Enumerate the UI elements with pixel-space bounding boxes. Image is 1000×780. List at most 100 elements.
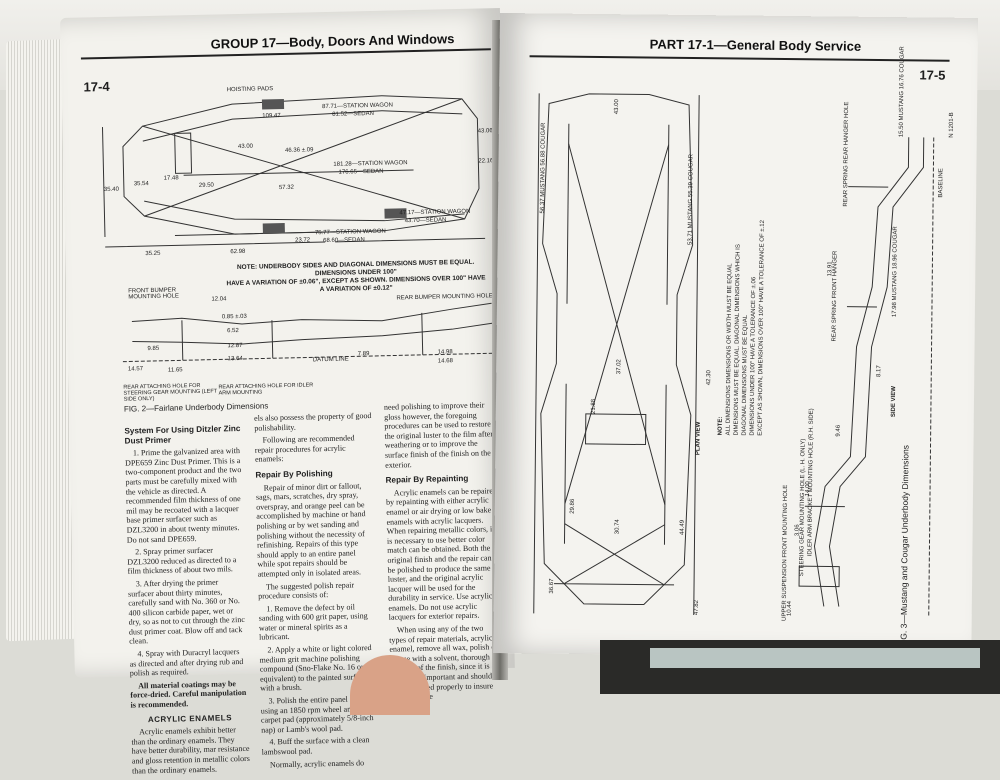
note-line: EXCEPT AS SHOWN, DIMENSIONS OVER 100" HA… <box>757 220 766 436</box>
right-page-number: 17-5 <box>919 67 946 83</box>
plan-dim: 43.00 <box>613 99 621 115</box>
heading-repair-repainting: Repair By Repainting <box>385 474 469 485</box>
side-dim: 0.85 ±.03 <box>221 313 247 321</box>
side-dim: 12.04 <box>211 296 227 303</box>
dim-35-54: 35.54 <box>133 181 149 188</box>
paragraph: Acrylic enamels exhibit better than the … <box>131 725 250 776</box>
plan-crossmember <box>585 413 647 446</box>
paragraph: Acrylic enamels can be repaired by repai… <box>385 485 497 623</box>
group-header: GROUP 17—Body, Doors And Windows <box>210 31 455 52</box>
fig3-side-diagram <box>798 137 935 618</box>
dim-46-36: 46.36 ±.09 <box>285 147 314 154</box>
plan-dim: 21.88 <box>590 398 597 415</box>
label-hoisting-pads: HOISTING PADS <box>226 86 274 94</box>
label-baseline: BASELINE <box>938 168 945 198</box>
dim-43-06: 43.06 <box>477 128 493 135</box>
dim-35-25: 35.25 <box>145 250 161 258</box>
plan-dim: 47.82 <box>693 600 700 616</box>
side-dim: 14.98 <box>437 349 453 356</box>
paragraph: 2. Spray primer surfacer DZL3200 reduced… <box>127 545 237 576</box>
dim-109-47: 109.47 <box>262 113 281 120</box>
plan-dim: 44.49 <box>679 519 686 535</box>
plan-dim: 53.71 MUSTANG 55.39 COUGAR <box>687 154 695 246</box>
label-rear-spring-rear: REAR SPRING REAR HANGER HOLE <box>843 101 851 207</box>
paragraph: 3. After drying the primer surfacer abou… <box>127 577 245 647</box>
label-front-bumper: FRONT BUMPER MOUNTING HOLE <box>128 287 180 301</box>
text-column-2: els also possess the property of good po… <box>254 411 380 773</box>
side-dim: 10.44 <box>786 601 793 617</box>
side-dim: 14.57 <box>127 366 144 373</box>
plan-dim: 37.02 <box>616 359 623 375</box>
side-dim: 7.89 <box>357 351 370 358</box>
plan-dim: 42.30 <box>706 370 713 386</box>
header-rule <box>529 55 950 62</box>
label-sedan-3: 43.70—SEDAN <box>404 217 447 225</box>
paragraph: 1. Remove the defect by oil sanding with… <box>258 602 368 643</box>
dim-62-98: 62.98 <box>230 248 246 256</box>
plan-dim: 56.37 MUSTANG 56.88 COUGAR <box>539 122 547 214</box>
side-dim: 9.46 <box>835 424 842 437</box>
header-rule <box>80 48 491 60</box>
fig3-caption: FIG. 3—Mustang and Cougar Underbody Dime… <box>898 444 911 648</box>
left-page: GROUP 17—Body, Doors And Windows 17-4 HO… <box>60 8 515 775</box>
side-dim: 17.98 MUSTANG 18.96 COUGAR <box>891 226 899 318</box>
paragraph: els also possess the property of good po… <box>254 411 372 433</box>
paragraph: The suggested polish repair procedure co… <box>258 579 355 601</box>
label-sedan-4: 68.60—SEDAN <box>323 237 365 245</box>
side-dim: 14.00 <box>804 481 812 497</box>
dim-35-40: 35.40 <box>103 186 119 194</box>
dim-43-00: 43.00 <box>237 143 254 150</box>
paragraph: 4. Buff the surface with a clean lambswo… <box>261 735 370 757</box>
table-highlight <box>650 648 980 668</box>
side-dim: 8.17 <box>876 365 883 378</box>
label-rear-attach-steering: REAR ATTACHING HOLE FOR STEERING GEAR MO… <box>123 382 217 403</box>
side-view-label: SIDE VIEW <box>890 386 898 418</box>
side-dim: 11.65 <box>167 367 183 374</box>
paragraph: Following are recommended repair procedu… <box>254 433 355 465</box>
label-sedan-1: 81.52—SEDAN <box>332 110 375 118</box>
side-dim: 13.91 <box>827 261 834 277</box>
note-line: ALL DIMENSIONS DIMENSIONS OR WIDTH MUST … <box>725 263 734 436</box>
hoisting-pad <box>384 208 407 219</box>
fig2-note: NOTE: UNDERBODY SIDES AND DIAGONAL DIMEN… <box>216 258 497 296</box>
right-page: PART 17-1—General Body Service 17-5 56.3… <box>493 12 978 658</box>
dim-23-72: 23.72 <box>295 237 311 244</box>
plan-dim: 36.67 <box>548 578 556 594</box>
heading-ditzler: System For Using Ditzler Zinc Dust Prime… <box>124 424 241 446</box>
hoisting-pad <box>261 98 285 110</box>
fig2-side-diagram <box>122 302 493 363</box>
dim-29-50: 29.50 <box>198 182 214 189</box>
plan-dim: 29.86 <box>569 498 576 514</box>
plan-dim: 30.74 <box>614 519 621 535</box>
dim-17-48: 17.48 <box>163 175 179 182</box>
note-line: DIMENSIONS MUST BE EQUAL. DIAGONAL DIMEN… <box>733 244 742 436</box>
plan-view-label: PLAN VIEW <box>695 421 702 456</box>
side-dim: 15.50 MUSTANG 16.76 COUGAR <box>898 46 906 138</box>
side-dim: 3.06 <box>794 524 801 537</box>
side-dim: 12.87 <box>227 342 243 350</box>
side-dim: 9.85 <box>147 345 160 353</box>
side-dim: 14.68 <box>437 358 453 365</box>
heading-repair-polishing: Repair By Polishing <box>255 468 333 480</box>
label-rear-attach-idler: REAR ATTACHING HOLE FOR IDLER ARM MOUNTI… <box>218 382 314 397</box>
dim-57-32: 57.32 <box>278 184 294 192</box>
fig2-plan-diagram <box>101 95 486 248</box>
hoisting-pad <box>262 222 285 234</box>
paragraph: need polishing to improve their gloss ho… <box>383 400 494 470</box>
fig3-plan-diagram <box>533 93 700 616</box>
paragraph: 1. Prime the galvanized area with DPE659… <box>125 446 242 545</box>
heading-acrylic-enamels: ACRYLIC ENAMELS <box>147 712 233 724</box>
note-line: DIAGONAL DIMENSIONS MUST BE EQUAL <box>741 314 749 436</box>
side-dim: 13.64 <box>227 355 243 363</box>
note-line: NOTE: <box>717 416 724 436</box>
side-bracket <box>798 565 840 588</box>
label-code: N 1201-B <box>948 112 956 138</box>
label-sedan-2: 176.65—SEDAN <box>338 168 384 176</box>
side-dim: 6.52 <box>227 328 239 335</box>
note-line: DIMENSIONS UNDER 100" HAVE A TOLERANCE O… <box>749 276 758 436</box>
text-column-1: System For Using Ditzler Zinc Dust Prime… <box>124 418 250 779</box>
paragraph: 4. Spray with Duracryl lacquers as direc… <box>129 647 244 678</box>
bold-paragraph: All material coatings may be force-dried… <box>130 679 247 710</box>
paragraph: Normally, acrylic enamels do <box>269 757 365 770</box>
